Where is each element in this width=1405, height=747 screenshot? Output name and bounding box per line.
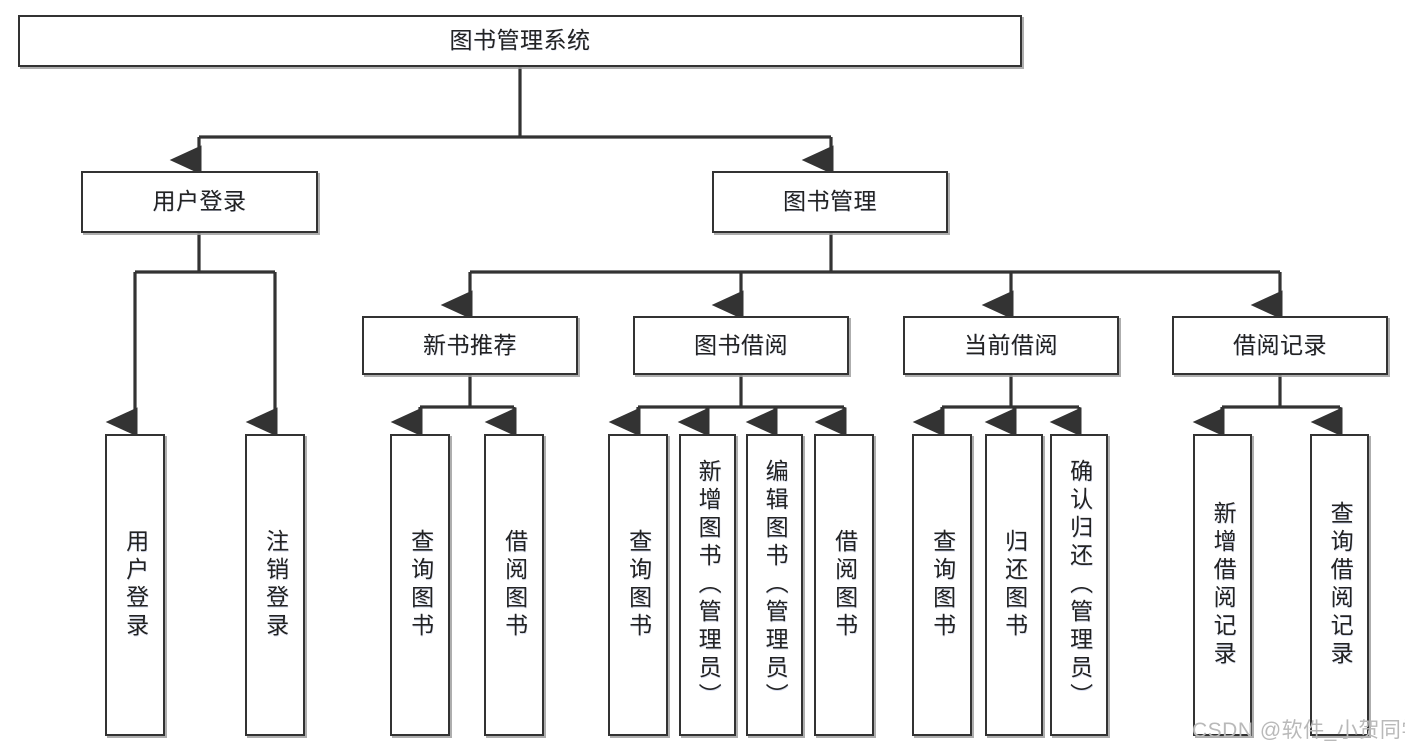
node-leaf-confirm-return-label: 确认归还（管理员）: [1066, 459, 1093, 711]
node-leaf-query-book-1[interactable]: 查询图书: [390, 434, 450, 736]
node-leaf-query-record-label: 查询借阅记录: [1327, 501, 1354, 669]
node-book-management[interactable]: 图书管理: [712, 171, 948, 233]
node-leaf-user-login-label: 用户登录: [122, 529, 149, 641]
node-leaf-add-record[interactable]: 新增借阅记录: [1193, 434, 1252, 736]
node-book-borrow[interactable]: 图书借阅: [633, 316, 849, 375]
node-leaf-add-record-label: 新增借阅记录: [1210, 501, 1237, 669]
node-leaf-edit-book-label: 编辑图书（管理员）: [762, 459, 789, 711]
node-new-book-recommend-label: 新书推荐: [423, 331, 517, 358]
node-leaf-return-book-label: 归还图书: [1001, 529, 1028, 641]
node-borrow-record-label: 借阅记录: [1233, 331, 1327, 358]
node-user-login-label: 用户登录: [152, 188, 247, 215]
node-leaf-logout-login-label: 注销登录: [262, 529, 289, 641]
node-book-borrow-label: 图书借阅: [694, 331, 788, 358]
node-leaf-query-record[interactable]: 查询借阅记录: [1310, 434, 1369, 736]
node-leaf-borrow-book-1[interactable]: 借阅图书: [484, 434, 544, 736]
node-leaf-edit-book[interactable]: 编辑图书（管理员）: [746, 434, 803, 736]
node-user-login[interactable]: 用户登录: [81, 171, 318, 233]
node-leaf-add-book[interactable]: 新增图书（管理员）: [679, 434, 736, 736]
node-root[interactable]: 图书管理系统: [18, 15, 1022, 67]
node-root-label: 图书管理系统: [449, 27, 591, 54]
csdn-watermark: CSDN @软件_小贺同学: [1192, 719, 1405, 742]
node-leaf-query-book-2-label: 查询图书: [625, 529, 652, 641]
node-current-borrow-label: 当前借阅: [964, 331, 1058, 358]
node-leaf-user-login[interactable]: 用户登录: [105, 434, 165, 736]
node-new-book-recommend[interactable]: 新书推荐: [362, 316, 578, 375]
node-current-borrow[interactable]: 当前借阅: [903, 316, 1119, 375]
node-leaf-query-book-2[interactable]: 查询图书: [608, 434, 668, 736]
node-book-management-label: 图书管理: [783, 188, 877, 215]
node-leaf-query-book-3-label: 查询图书: [929, 529, 956, 641]
node-leaf-query-book-3[interactable]: 查询图书: [912, 434, 972, 736]
node-leaf-confirm-return[interactable]: 确认归还（管理员）: [1050, 434, 1108, 736]
node-leaf-return-book[interactable]: 归还图书: [985, 434, 1043, 736]
node-leaf-query-book-1-label: 查询图书: [407, 529, 434, 641]
node-leaf-borrow-book-2-label: 借阅图书: [831, 529, 858, 641]
node-leaf-borrow-book-1-label: 借阅图书: [501, 529, 528, 641]
node-leaf-borrow-book-2[interactable]: 借阅图书: [814, 434, 874, 736]
node-borrow-record[interactable]: 借阅记录: [1172, 316, 1388, 375]
node-leaf-add-book-label: 新增图书（管理员）: [695, 459, 722, 711]
node-leaf-logout-login[interactable]: 注销登录: [245, 434, 305, 736]
